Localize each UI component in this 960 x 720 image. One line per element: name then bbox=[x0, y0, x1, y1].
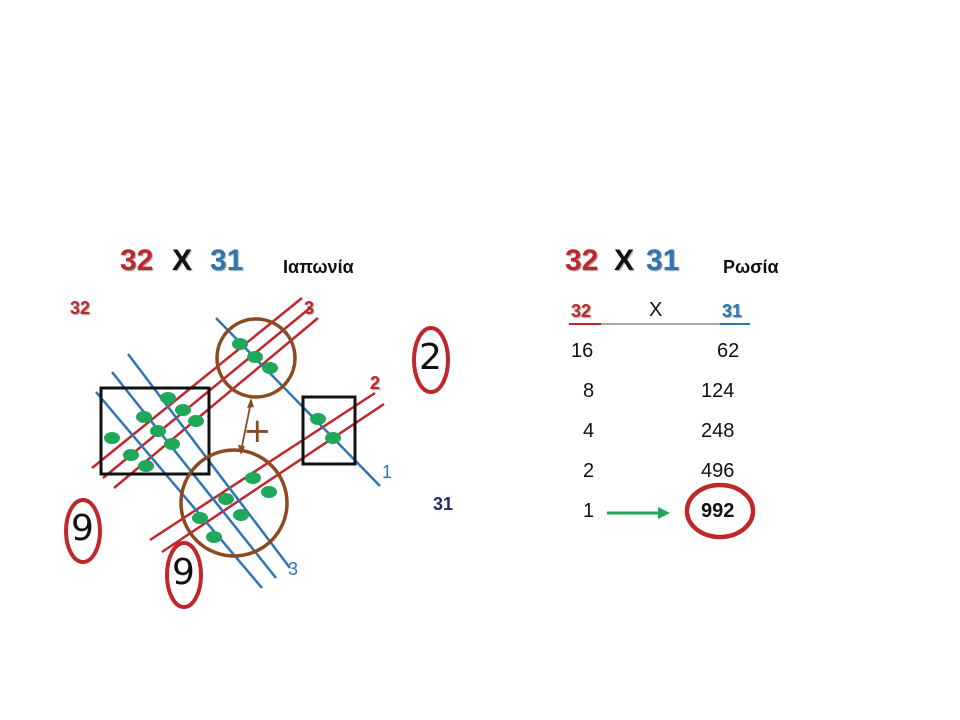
japan-title-factor-b: 31 bbox=[210, 244, 244, 277]
row-right-value: 62 bbox=[717, 340, 740, 362]
row-left-value: 2 bbox=[583, 460, 595, 482]
row-left-value: 16 bbox=[571, 340, 594, 362]
intersection-dot bbox=[104, 432, 120, 444]
intersection-dot bbox=[247, 351, 263, 363]
tens-product-box bbox=[99, 386, 211, 476]
intersection-dot bbox=[175, 404, 191, 416]
russia-method-name: Ρωσία bbox=[723, 257, 779, 277]
russia-header-mid: X bbox=[649, 299, 663, 321]
russia-header-right: 31 bbox=[722, 301, 743, 321]
row-right-value: 248 bbox=[701, 420, 735, 442]
final-product-ring bbox=[684, 482, 756, 540]
intersection-dot bbox=[218, 493, 234, 505]
row-right-value: 124 bbox=[701, 380, 735, 402]
intersection-dot bbox=[325, 432, 341, 444]
intersection-dot bbox=[188, 415, 204, 427]
red-line bbox=[113, 317, 319, 489]
final-product-value: 992 bbox=[701, 500, 735, 522]
intersection-dot bbox=[192, 512, 208, 524]
label-factor-32: 32 bbox=[70, 298, 91, 318]
result-digit-hundreds: 9 bbox=[71, 508, 94, 549]
intersection-dot bbox=[310, 413, 326, 425]
row-left-value: 8 bbox=[583, 380, 595, 402]
green-arrow-icon bbox=[607, 507, 670, 519]
russia-title-times: X bbox=[614, 244, 635, 277]
red-line bbox=[102, 307, 311, 479]
intersection-dot bbox=[150, 425, 166, 437]
label-red-group-3: 3 bbox=[304, 298, 315, 318]
result-digit-units: 2 bbox=[419, 337, 442, 378]
plus-sign: + bbox=[243, 411, 272, 451]
intersection-dot bbox=[138, 460, 154, 472]
intersection-dot bbox=[262, 362, 278, 374]
result-digit-tens: 9 bbox=[172, 552, 195, 593]
russia-title-factor-a: 32 bbox=[565, 244, 599, 277]
lower-cross-circle bbox=[179, 448, 289, 558]
red-line bbox=[149, 391, 376, 542]
japan-method-name: Ιαπωνία bbox=[283, 257, 354, 277]
intersection-dot bbox=[136, 411, 152, 423]
label-blue-group-3: 3 bbox=[288, 559, 299, 579]
units-product-box bbox=[301, 395, 357, 466]
row-left-value: 1 bbox=[583, 500, 595, 522]
russia-title-factor-b: 31 bbox=[646, 244, 680, 277]
red-lines-group bbox=[91, 297, 385, 554]
row-left-value: 4 bbox=[583, 420, 595, 442]
intersection-dot bbox=[245, 472, 261, 484]
japan-title-factor-a: 32 bbox=[120, 244, 154, 277]
intersection-dot bbox=[160, 392, 176, 404]
digit-ring-bottom bbox=[165, 541, 203, 609]
japan-title-times: X bbox=[172, 244, 193, 277]
double-arrow-connector bbox=[238, 398, 254, 455]
label-red-group-2: 2 bbox=[370, 373, 381, 393]
digit-ring-right bbox=[412, 326, 450, 394]
intersection-dot bbox=[164, 438, 180, 450]
row-right-value: 496 bbox=[701, 460, 735, 482]
label-blue-group-1: 1 bbox=[382, 462, 393, 482]
digit-ring-left bbox=[64, 498, 102, 564]
red-line bbox=[161, 402, 385, 554]
intersection-dots bbox=[104, 338, 341, 543]
intersection-dot bbox=[261, 486, 277, 498]
upper-cross-circle bbox=[215, 317, 297, 399]
label-factor-31: 31 bbox=[433, 494, 454, 514]
intersection-dot bbox=[206, 531, 222, 543]
russia-header-left: 32 bbox=[571, 301, 592, 321]
intersection-dot bbox=[232, 338, 248, 350]
intersection-dot bbox=[233, 509, 249, 521]
intersection-dot bbox=[123, 449, 139, 461]
red-line bbox=[91, 297, 303, 469]
